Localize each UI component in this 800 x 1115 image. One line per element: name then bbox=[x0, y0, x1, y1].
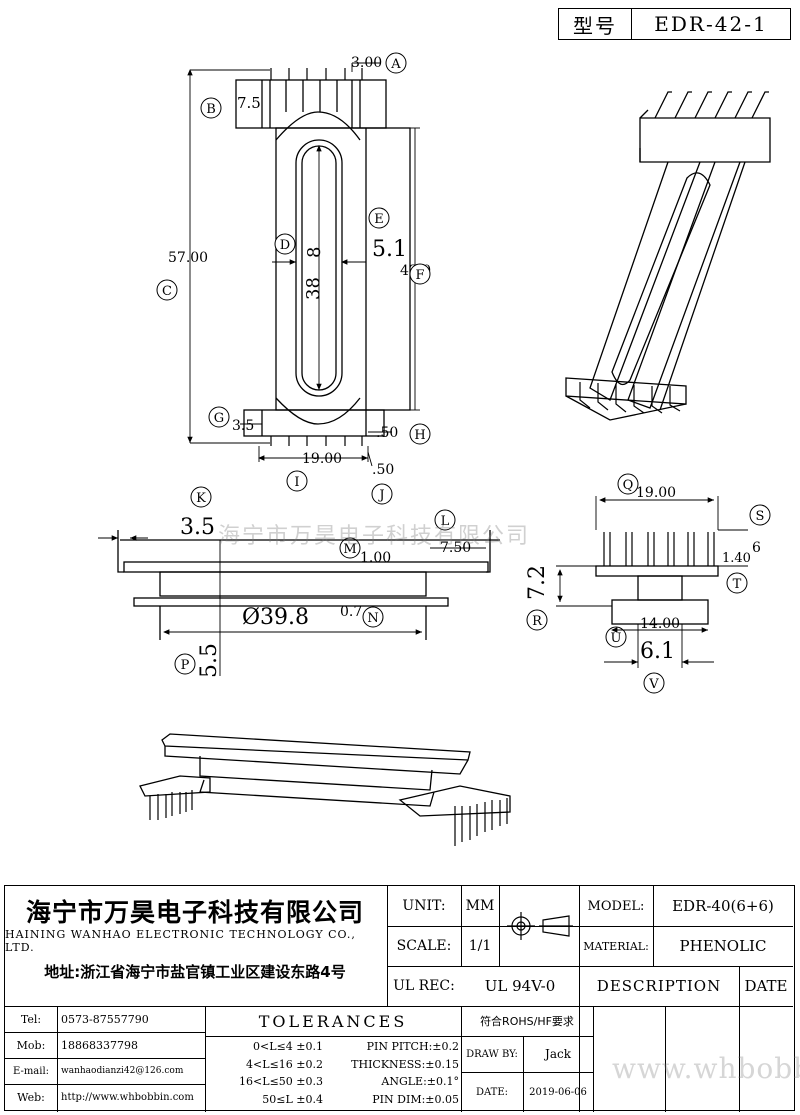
date-value: 2019-06-06 bbox=[529, 1086, 587, 1098]
dim-i: 19.00 bbox=[302, 451, 342, 467]
callout-g: G bbox=[214, 411, 224, 426]
mob-value: 18868337798 bbox=[61, 1038, 138, 1052]
unit-value: MM bbox=[465, 898, 495, 914]
model-label-tb: MODEL: bbox=[587, 898, 645, 914]
rohs-compliance: 符合ROHS/HF要求 bbox=[480, 1015, 574, 1028]
dim-r: 7.2 bbox=[525, 565, 550, 600]
dim-s: 6 bbox=[752, 540, 761, 556]
callout-k: K bbox=[196, 491, 206, 506]
callout-m: M bbox=[343, 542, 356, 557]
callout-u: U bbox=[611, 631, 622, 646]
material-label: MATERIAL: bbox=[583, 939, 649, 953]
scale-value: 1/1 bbox=[468, 938, 492, 954]
callout-e: E bbox=[374, 212, 384, 227]
pin-tolerance-line: PIN PITCH:±0.2 bbox=[366, 1040, 459, 1053]
ul-rec-label: UL REC: bbox=[393, 978, 455, 994]
dim-l: 7.50 bbox=[440, 540, 471, 556]
callout-d: D bbox=[280, 238, 290, 253]
pin-tolerance-list: PIN PITCH:±0.2 THICKNESS:±0.15 ANGLE:±0.… bbox=[327, 1038, 459, 1108]
dim-k: 3.5 bbox=[180, 515, 215, 540]
callout-a: A bbox=[390, 57, 401, 72]
tolerance-list: 0<L≤4 ±0.1 4<L≤16 ±0.2 16<L≤50 ±0.3 50≤L… bbox=[205, 1038, 323, 1108]
email-label: E-mail: bbox=[12, 1065, 50, 1077]
callout-f: F bbox=[415, 268, 424, 283]
top-view bbox=[187, 62, 420, 467]
dim-m: 1.00 bbox=[360, 550, 391, 566]
dim-n-dia: Ø39.8 bbox=[242, 605, 309, 630]
dim-u: 14.00 bbox=[640, 616, 680, 632]
model-value-tb: EDR-40(6+6) bbox=[672, 897, 774, 915]
mob-label: Mob: bbox=[16, 1038, 46, 1052]
draw-by-value: Jack bbox=[545, 1047, 571, 1061]
draw-by-label: DRAW BY: bbox=[466, 1048, 518, 1060]
dim-a: 3.00 bbox=[351, 55, 382, 71]
tolerance-line: 50≤L ±0.4 bbox=[262, 1092, 323, 1106]
callout-q: Q bbox=[623, 478, 634, 493]
model-label: 型号 bbox=[559, 9, 632, 39]
material-value: PHENOLIC bbox=[679, 937, 767, 955]
model-title-box: 型号 EDR-42-1 bbox=[558, 8, 791, 40]
callout-s: S bbox=[756, 509, 765, 524]
model-value: EDR-42-1 bbox=[654, 12, 768, 36]
scale-label: SCALE: bbox=[396, 938, 452, 954]
date-label: DATE: bbox=[475, 1086, 509, 1098]
company-name-cn: 海宁市万昊电子科技有限公司 bbox=[25, 898, 364, 927]
dim-b: 7.5 bbox=[237, 94, 261, 112]
tolerance-line: 16<L≤50 ±0.3 bbox=[239, 1075, 323, 1088]
dim-t: 1.40 bbox=[722, 551, 751, 566]
pin-tolerance-line: ANGLE:±0.1° bbox=[381, 1075, 459, 1088]
pin-tolerance-line: PIN DIM:±0.05 bbox=[372, 1092, 459, 1106]
callout-i: I bbox=[294, 475, 299, 490]
tel-label: Tel: bbox=[20, 1012, 42, 1026]
isometric-view-top bbox=[565, 91, 771, 421]
dim-p: 5.5 bbox=[197, 643, 222, 678]
title-block: 海宁市万昊电子科技有限公司 HAINING WANHAO ELECTRONIC … bbox=[4, 885, 795, 1112]
dim-v: 6.1 bbox=[640, 639, 675, 664]
tel-value: 0573-87557790 bbox=[61, 1012, 149, 1026]
callout-c: C bbox=[162, 284, 172, 299]
callout-j: J bbox=[377, 488, 384, 503]
date-header: DATE bbox=[744, 977, 788, 995]
dim-e: 5.1 bbox=[372, 237, 407, 262]
dim-n: 0.7 bbox=[340, 604, 362, 620]
callout-n: N bbox=[367, 611, 378, 626]
dim-h: .50 bbox=[376, 425, 398, 441]
web-label: Web: bbox=[17, 1090, 45, 1104]
tolerance-line: 0<L≤4 ±0.1 bbox=[253, 1040, 323, 1053]
callout-p: P bbox=[181, 658, 190, 673]
callout-l: L bbox=[441, 514, 450, 529]
company-address: 地址:浙江省海宁市盐官镇工业区建设东路4号 bbox=[44, 962, 346, 981]
end-view bbox=[556, 496, 748, 668]
pin-tolerance-line: THICKNESS:±0.15 bbox=[351, 1057, 459, 1071]
dim-g: 3.5 bbox=[232, 418, 254, 434]
callout-b: B bbox=[206, 102, 216, 117]
dim-d: 8 bbox=[304, 247, 325, 258]
side-view bbox=[98, 530, 500, 676]
callout-h: H bbox=[414, 428, 425, 443]
description-header: DESCRIPTION bbox=[596, 977, 722, 995]
dim-c: 57.00 bbox=[168, 250, 208, 266]
email-value: wanhaodianzi42@126.com bbox=[61, 1066, 184, 1076]
technical-drawing: 3.00 7.5 57.00 8 38 5.1 43.0 3.5 .50 19.… bbox=[98, 52, 771, 846]
watermark-url: www.whbobbin.com bbox=[612, 1052, 800, 1085]
unit-label: UNIT: bbox=[402, 898, 446, 914]
dim-d2: 38 bbox=[303, 277, 324, 300]
callout-r: R bbox=[532, 614, 543, 629]
tolerances-header: TOLERANCES bbox=[258, 1011, 408, 1031]
dim-q: 19.00 bbox=[636, 485, 676, 501]
company-name-en: HAINING WANHAO ELECTRONIC TECHNOLOGY CO.… bbox=[5, 928, 356, 954]
isometric-view-bottom bbox=[139, 733, 511, 846]
dim-j: .50 bbox=[372, 462, 394, 478]
projection-symbol-icon bbox=[507, 912, 573, 940]
tolerance-line: 4<L≤16 ±0.2 bbox=[246, 1057, 323, 1071]
callout-t: T bbox=[733, 577, 742, 592]
ul-rec-value: UL 94V-0 bbox=[484, 977, 556, 995]
callout-v: V bbox=[648, 677, 659, 692]
watermark-text: 海宁市万昊电子科技有限公司 bbox=[218, 524, 531, 549]
web-value: http://www.whbobbin.com bbox=[61, 1091, 194, 1103]
